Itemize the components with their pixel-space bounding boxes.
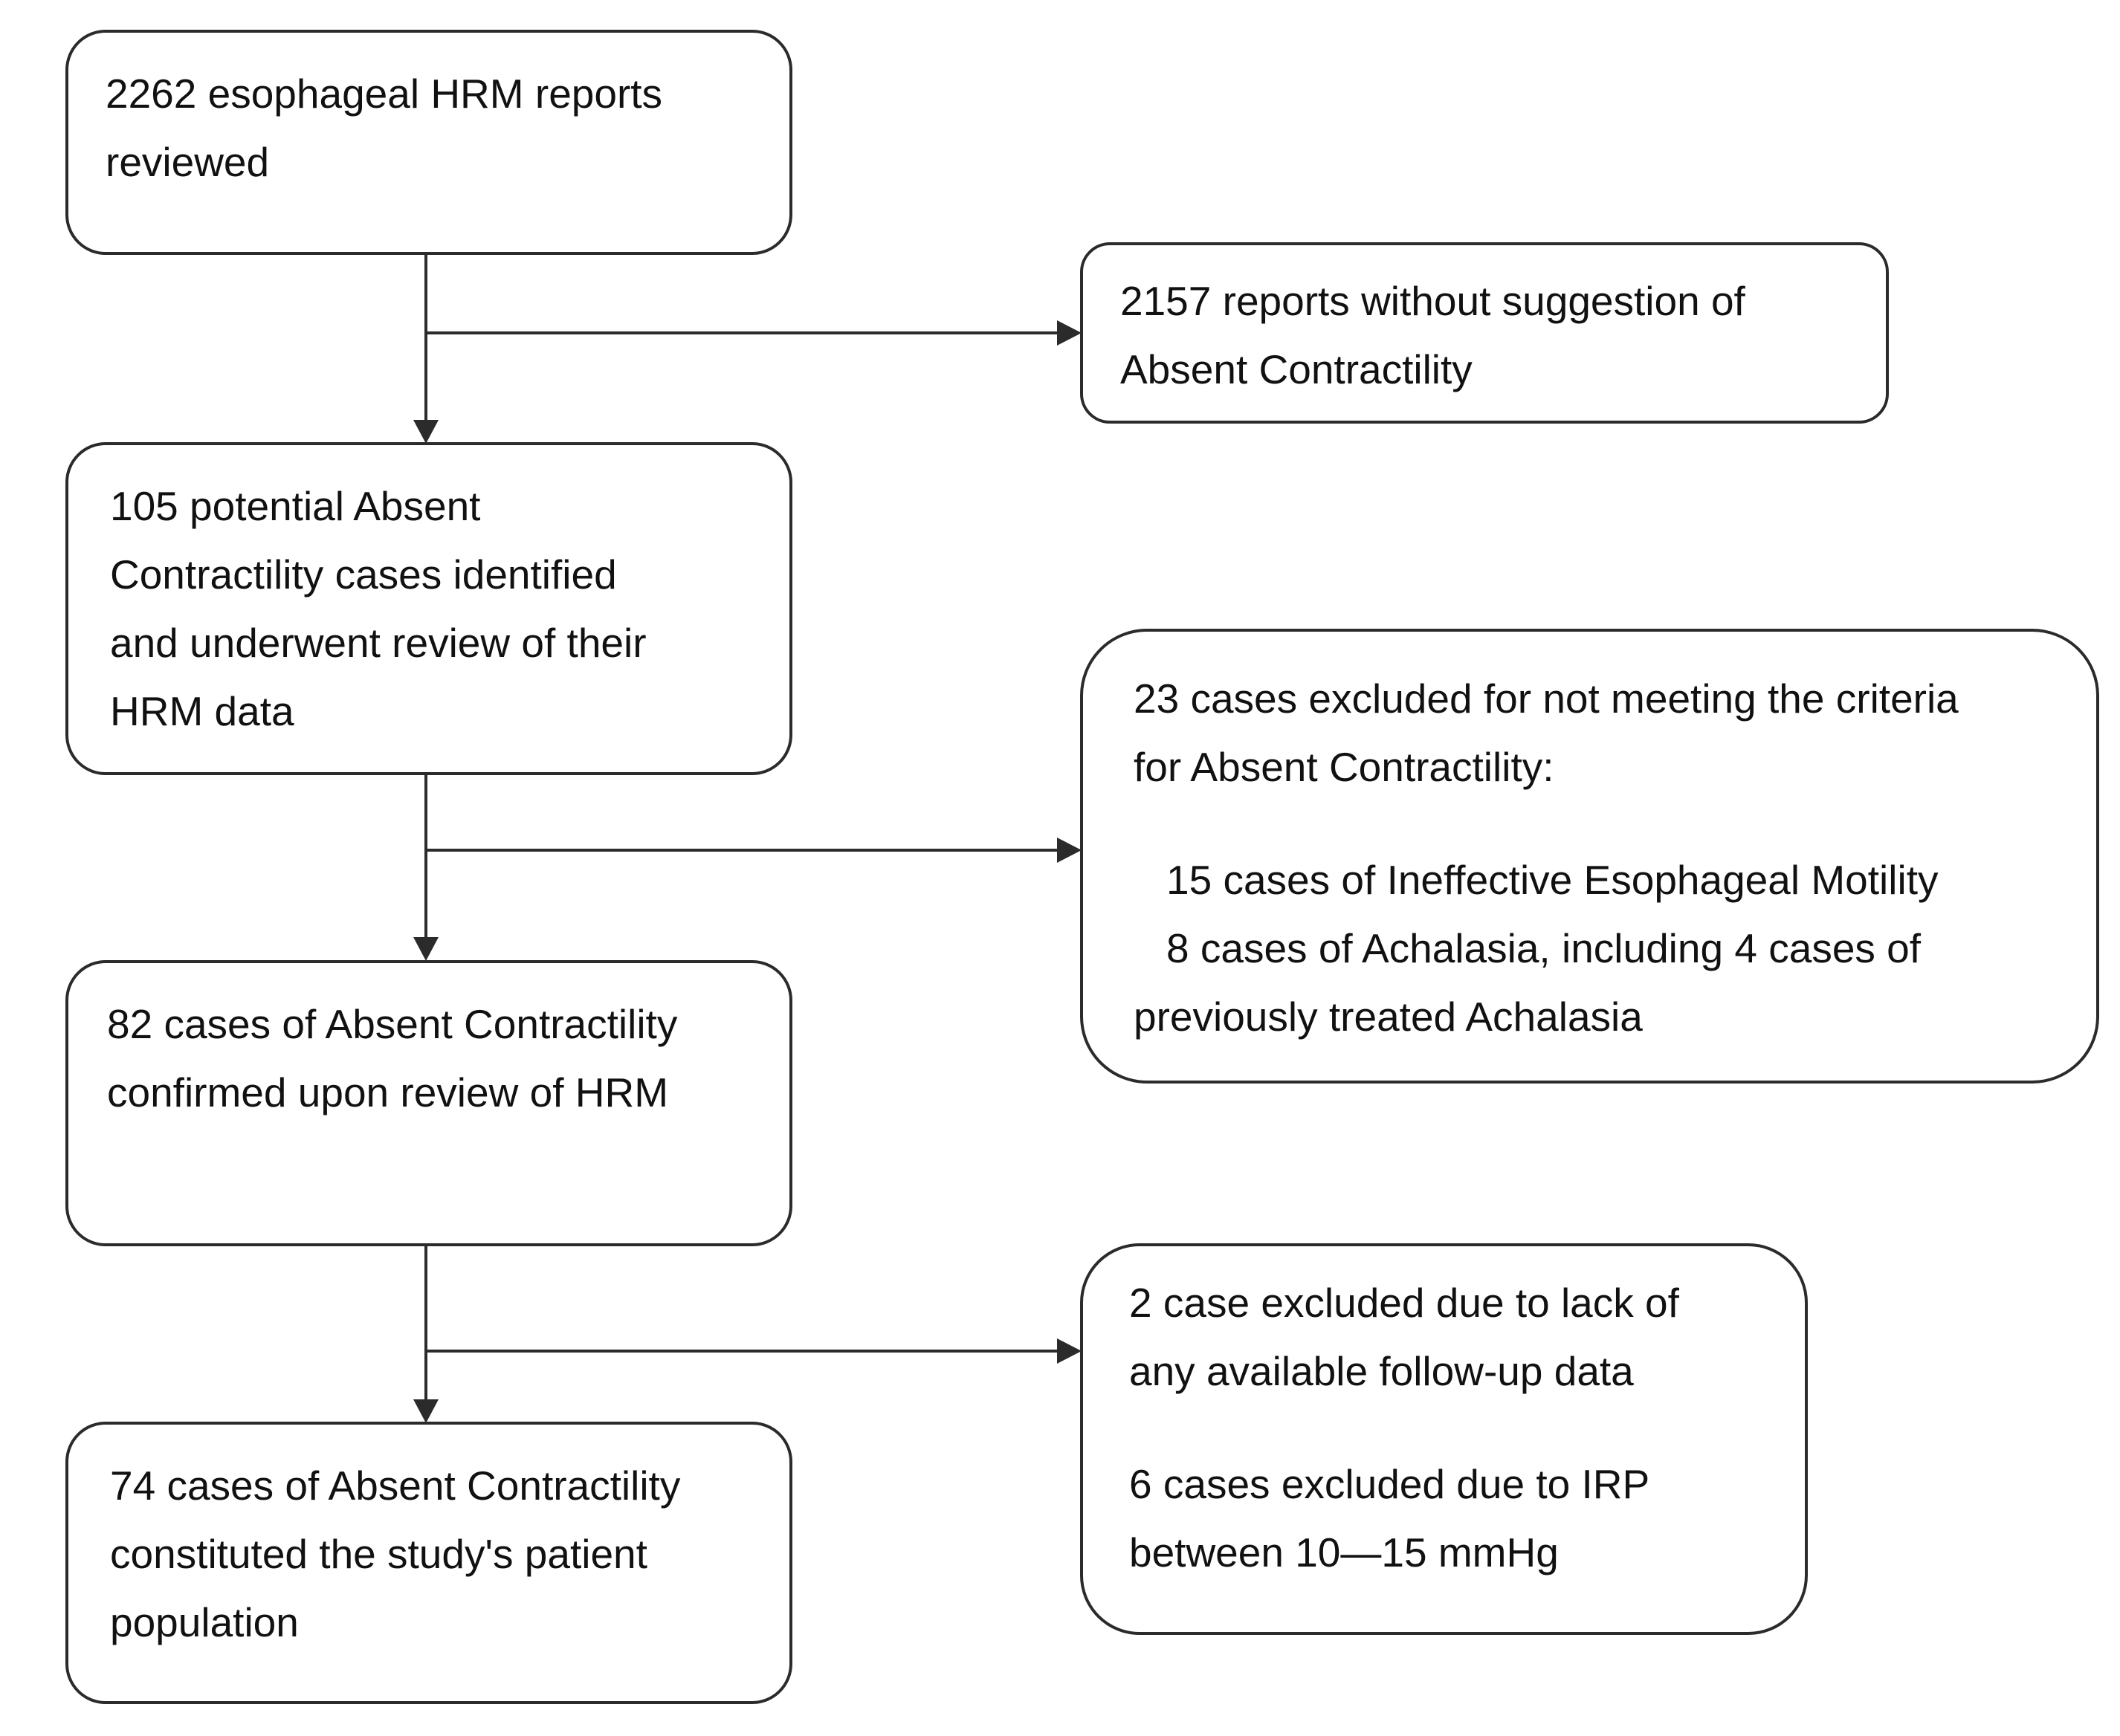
exclusion-item-ieм: 15 cases of Ineffective Esophageal Motil… <box>1166 857 1939 903</box>
reports-reviewed-box: 2262 esophageal HRM reports reviewed <box>65 30 792 255</box>
study-population-box: 74 cases of Absent Contractility constit… <box>65 1422 792 1704</box>
arrowhead-no-suggestion <box>1057 320 1082 346</box>
box-line: Contractility cases identified <box>110 551 617 597</box>
confirmed-cases-box: 82 cases of Absent Contractility confirm… <box>65 960 792 1246</box>
box-line: 2157 reports without suggestion of <box>1120 278 1745 324</box>
box-line: 82 cases of Absent Contractility <box>107 1001 678 1047</box>
arrowhead-criteria <box>1057 838 1082 863</box>
box-line: confirmed upon review of HRM <box>107 1069 669 1115</box>
box-line: 2262 esophageal HRM reports <box>106 71 663 117</box>
box-line: 105 potential Absent <box>110 483 481 529</box>
box-line: constituted the study's patient <box>110 1531 647 1577</box>
follow-up-exclusion-box: 2 case excluded due to lack of any avail… <box>1080 1243 1808 1635</box>
box-line: previously treated Achalasia <box>1134 994 1643 1040</box>
box-line: between 10—15 mmHg <box>1129 1529 1559 1575</box>
arrowhead-confirmed <box>413 937 439 961</box>
box-line: and underwent review of their <box>110 620 647 666</box>
no-suggestion-exclusion-box: 2157 reports without suggestion of Absen… <box>1080 242 1889 424</box>
box-line: Absent Contractility <box>1120 346 1473 392</box>
box-line: reviewed <box>106 139 270 185</box>
exclusion-item-achalasia: 8 cases of Achalasia, including 4 cases … <box>1166 925 1922 971</box>
criteria-exclusion-box: 23 cases excluded for not meeting the cr… <box>1080 629 2099 1084</box>
box-line: for Absent Contractility: <box>1134 744 1554 790</box>
box-line: population <box>110 1599 299 1645</box>
arrowhead-follow-up <box>1057 1338 1082 1364</box>
box-line: any available follow-up data <box>1129 1348 1634 1394</box>
box-line: HRM data <box>110 688 294 734</box>
irp-exclusion-line: 6 cases excluded due to IRP <box>1129 1461 1650 1507</box>
box-line: 23 cases excluded for not meeting the cr… <box>1134 676 1959 722</box>
arrowhead-potential <box>413 420 439 444</box>
box-line: 2 case excluded due to lack of <box>1129 1280 1679 1326</box>
arrowhead-final <box>413 1399 439 1423</box>
potential-cases-box: 105 potential Absent Contractility cases… <box>65 442 792 775</box>
box-line: 74 cases of Absent Contractility <box>110 1463 681 1509</box>
